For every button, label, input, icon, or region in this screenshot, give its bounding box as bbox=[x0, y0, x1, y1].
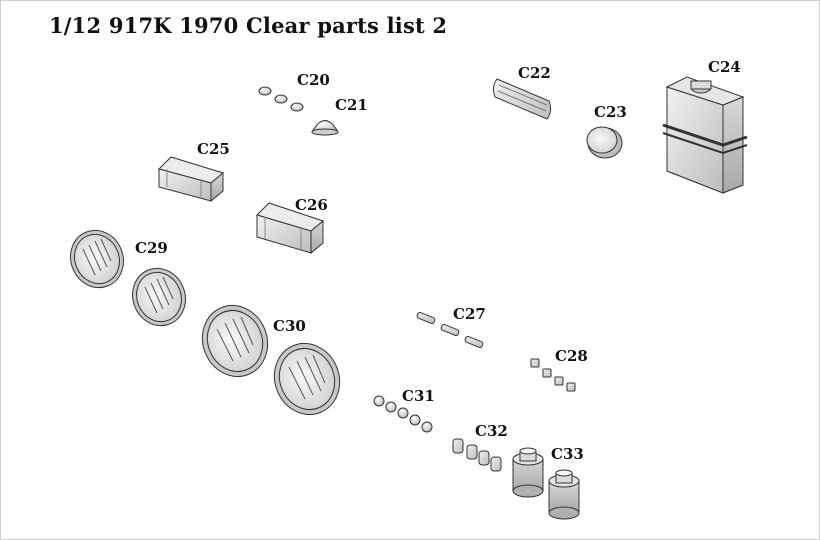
part-c22-drawing bbox=[492, 78, 552, 120]
part-c30-drawing bbox=[201, 305, 341, 415]
part-c20-drawing bbox=[258, 86, 304, 112]
label-c23: C23 bbox=[594, 103, 627, 121]
label-c32: C32 bbox=[475, 422, 508, 440]
label-c29: C29 bbox=[135, 239, 168, 257]
part-c29-drawing bbox=[70, 229, 186, 327]
part-c32-drawing bbox=[452, 438, 502, 472]
label-c30: C30 bbox=[273, 317, 306, 335]
label-c33: C33 bbox=[551, 445, 584, 463]
label-c21: C21 bbox=[335, 96, 368, 114]
label-c31: C31 bbox=[402, 387, 435, 405]
label-c26: C26 bbox=[295, 196, 328, 214]
label-c22: C22 bbox=[518, 64, 551, 82]
part-c31-drawing bbox=[373, 395, 433, 433]
part-c25-drawing bbox=[158, 156, 225, 203]
page-title: 1/12 917K 1970 Clear parts list 2 bbox=[49, 13, 448, 38]
label-c27: C27 bbox=[453, 305, 486, 323]
part-c26-drawing bbox=[256, 202, 325, 255]
part-c24-drawing bbox=[662, 76, 748, 194]
part-c28-drawing bbox=[530, 358, 576, 392]
part-c33-drawing bbox=[512, 447, 580, 520]
label-c20: C20 bbox=[297, 71, 330, 89]
part-c27-drawing bbox=[416, 311, 484, 349]
label-c24: C24 bbox=[708, 58, 741, 76]
part-c23-drawing bbox=[586, 126, 623, 159]
part-c21-drawing bbox=[311, 120, 339, 136]
label-c25: C25 bbox=[197, 140, 230, 158]
label-c28: C28 bbox=[555, 347, 588, 365]
